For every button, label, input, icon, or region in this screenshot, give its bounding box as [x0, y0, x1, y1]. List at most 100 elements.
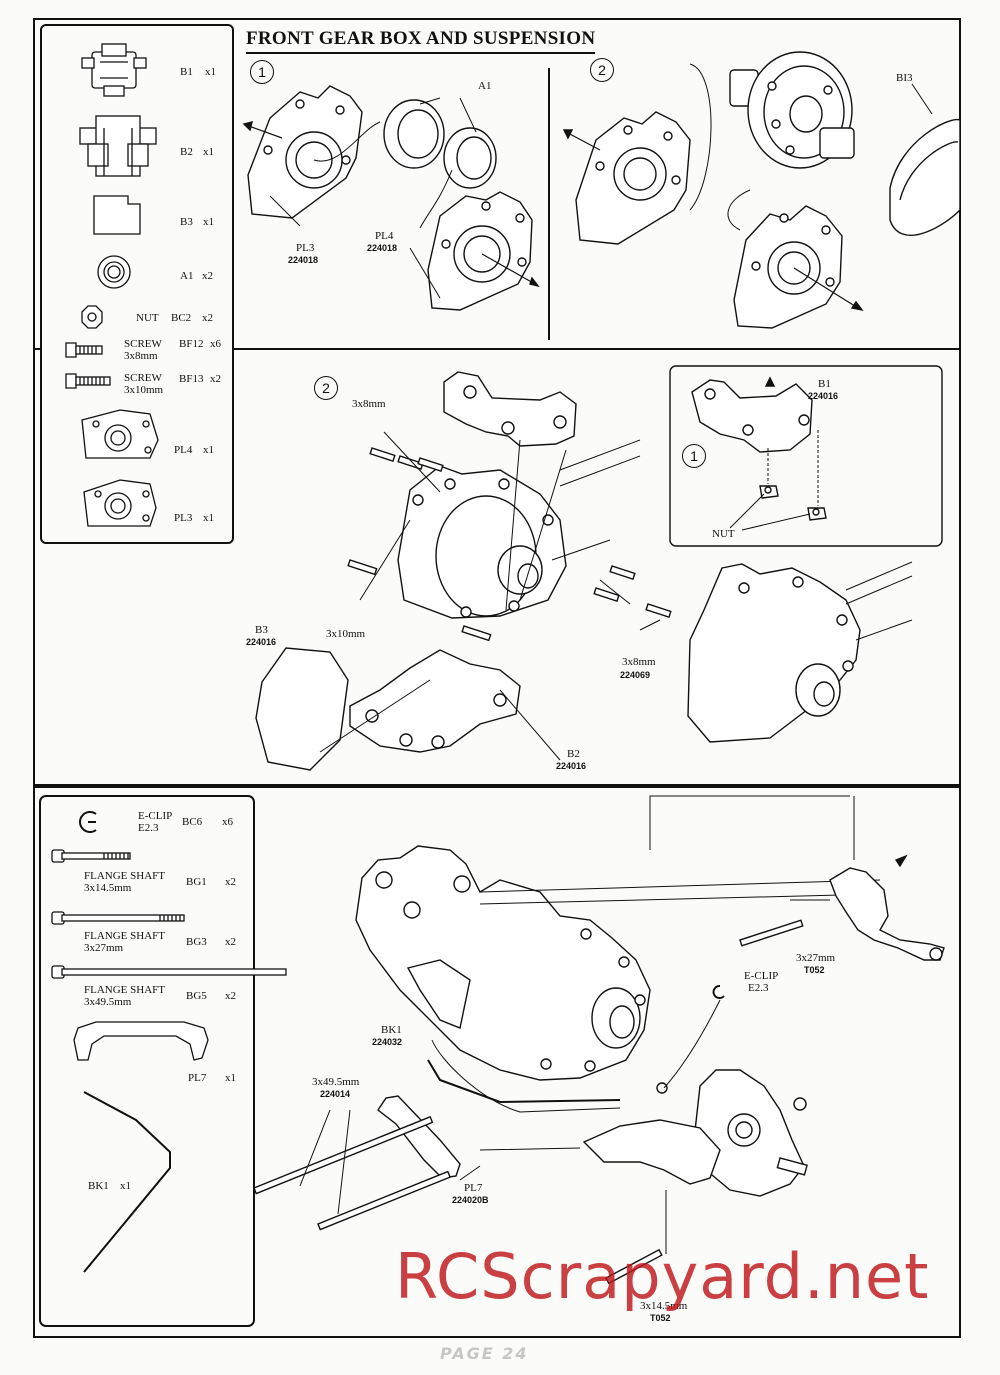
inset-b1-label: B1 — [818, 378, 831, 390]
step-divider-line — [548, 68, 550, 340]
middle-step2-number: 2 — [314, 376, 338, 400]
step2-diagram — [562, 51, 961, 329]
bottom-shaft49-label: 3x49.5mm — [312, 1076, 360, 1088]
parts-pl4-qty: x1 — [203, 444, 214, 456]
flange-shaft-49-illustration — [51, 965, 287, 979]
pl4-plate-illustration — [81, 409, 159, 459]
parts-bg5-size: 3x49.5mm — [84, 996, 132, 1008]
inset-b1-number: 224016 — [808, 391, 839, 401]
middle-screw-3x8-right-number: 224069 — [620, 670, 651, 680]
parts-pl7-code: PL7 — [188, 1072, 207, 1084]
bottom-shaft27-label: 3x27mm — [796, 952, 836, 964]
middle-b3-label: B3 — [255, 624, 268, 636]
parts-nut-code: BC2 — [171, 312, 192, 324]
parts-b3-code: B3 — [180, 216, 193, 228]
step1-diagram — [242, 85, 540, 311]
parts-bg3-qty: x2 — [225, 936, 236, 948]
middle-screw-3x8-right: 3x8mm — [622, 656, 656, 668]
screw-3x8-illustration — [65, 342, 103, 358]
bottom-shaft14-label: 3x14.5mm — [640, 1300, 688, 1312]
parts-screw8-code: BF12 — [179, 338, 204, 350]
parts-nut-qty: x2 — [202, 312, 213, 324]
watermark: RCScrapyard.net — [395, 1240, 930, 1313]
b3-part-illustration — [93, 195, 141, 235]
eclip-illustration — [79, 811, 97, 833]
parts-b2-code: B2 — [180, 146, 193, 158]
inset-step1-number: 1 — [682, 444, 706, 468]
middle-assembly-diagram — [255, 365, 943, 771]
flange-shaft-27-illustration — [51, 911, 185, 925]
parts-a1-code: A1 — [180, 270, 194, 282]
step2-number: 2 — [590, 58, 614, 82]
parts-bg1-code: BG1 — [186, 876, 207, 888]
parts-bg1-size: 3x14.5mm — [84, 882, 132, 894]
parts-pl7-qty: x1 — [225, 1072, 236, 1084]
parts-bg5-name: FLANGE SHAFT — [84, 984, 165, 996]
parts-bg3-name: FLANGE SHAFT — [84, 930, 165, 942]
bottom-eclip-label: E-CLIP — [744, 970, 779, 982]
screw-3x10-illustration — [65, 373, 111, 389]
parts-b1-code: B1 — [180, 66, 193, 78]
parts-b3-qty: x1 — [203, 216, 214, 228]
bottom-parts-illustrations — [51, 811, 287, 1273]
parts-bk1-code: BK1 — [88, 1180, 109, 1192]
page-number: PAGE 24 — [440, 1344, 529, 1363]
bottom-assembly-diagram — [253, 795, 945, 1285]
bottom-bk1-label: BK1 — [381, 1024, 402, 1036]
parts-eclip-name: E-CLIP — [138, 810, 173, 822]
b1-part-illustration — [81, 43, 147, 97]
nut-illustration — [81, 305, 103, 329]
step2-bi3-label: BI3 — [896, 72, 913, 84]
step1-a1-label: A1 — [478, 80, 492, 92]
middle-screw-3x8-top: 3x8mm — [352, 398, 386, 410]
parts-screw8-name: SCREW — [124, 338, 162, 350]
a1-bearing-illustration — [97, 255, 131, 289]
parts-bk1-qty: x1 — [120, 1180, 131, 1192]
inset-nut-label: NUT — [712, 528, 735, 540]
bottom-shaft14-number: T052 — [650, 1313, 671, 1323]
middle-b2-number: 224016 — [556, 761, 587, 771]
parts-eclip-code: BC6 — [182, 816, 203, 828]
pl7-illustration — [73, 1021, 209, 1061]
step1-pl4-label: PL4 — [375, 230, 394, 242]
bottom-pl7-number: 224020B — [452, 1195, 489, 1205]
parts-list-bottom — [39, 795, 255, 1327]
middle-screws — [347, 447, 672, 642]
parts-bg1-name: FLANGE SHAFT — [84, 870, 165, 882]
parts-bg3-size: 3x27mm — [84, 942, 124, 954]
step1-number: 1 — [250, 60, 274, 84]
middle-b2-label: B2 — [567, 748, 580, 760]
step1-pl3-number: 224018 — [288, 255, 319, 265]
parts-nut-name: NUT — [136, 312, 159, 324]
page-title: FRONT GEAR BOX AND SUSPENSION — [246, 28, 596, 54]
parts-eclip-qty: x6 — [222, 816, 233, 828]
parts-screw10-code: BF13 — [179, 373, 204, 385]
bottom-shaft49-number: 224014 — [320, 1089, 351, 1099]
parts-b2-qty: x1 — [203, 146, 214, 158]
parts-bg3-code: BG3 — [186, 936, 207, 948]
bottom-eclip-size: E2.3 — [748, 982, 769, 994]
bottom-pl7-label: PL7 — [464, 1182, 483, 1194]
pl3-plate-illustration — [83, 479, 157, 527]
parts-bg5-qty: x2 — [225, 990, 236, 1002]
parts-a1-qty: x2 — [202, 270, 213, 282]
parts-screw8-qty: x6 — [210, 338, 221, 350]
parts-pl3-code: PL3 — [174, 512, 193, 524]
parts-screw10-qty: x2 — [210, 373, 221, 385]
step1-pl3-label: PL3 — [296, 242, 315, 254]
parts-screw8-size: 3x8mm — [124, 350, 158, 362]
parts-b1-qty: x1 — [205, 66, 216, 78]
parts-bg1-qty: x2 — [225, 876, 236, 888]
parts-eclip-size: E2.3 — [138, 822, 159, 834]
middle-screw-3x10: 3x10mm — [326, 628, 366, 640]
bottom-bk1-number: 224032 — [372, 1037, 403, 1047]
parts-pl4-code: PL4 — [174, 444, 193, 456]
b2-part-illustration — [79, 115, 157, 177]
parts-bg5-code: BG5 — [186, 990, 207, 1002]
bottom-shaft27-number: T052 — [804, 965, 825, 975]
parts-screw10-name: SCREW — [124, 372, 162, 384]
bk1-illustration — [83, 1091, 171, 1273]
parts-screw10-size: 3x10mm — [124, 384, 164, 396]
section-bottom-frame — [33, 786, 961, 1338]
